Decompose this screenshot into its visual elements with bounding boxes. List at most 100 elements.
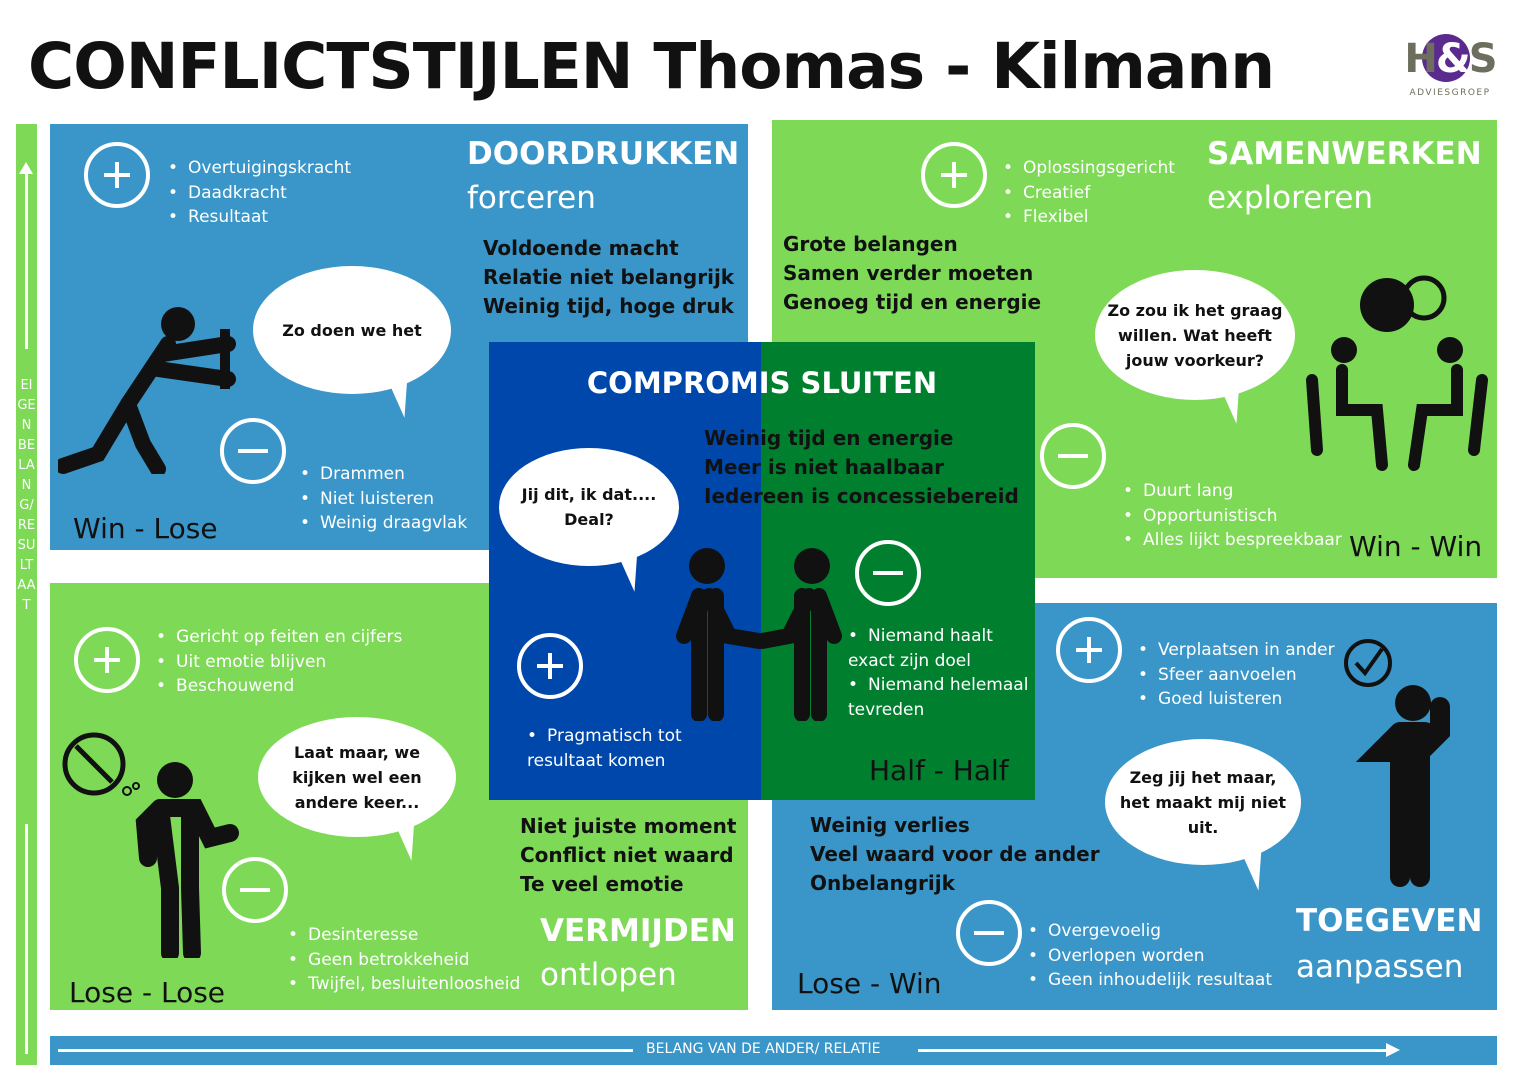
conditions: Weinig tijd en energie Meer is niet haal… [704,424,1019,511]
condition: Weinig verlies [810,813,970,837]
minus-icon [1040,423,1106,489]
plus-item: Overtuigingskracht [168,156,351,181]
plus-item: Uit emotie blijven [156,650,402,675]
condition: Veel waard voor de ander [810,842,1100,866]
condition: Genoeg tijd en energie [783,290,1042,314]
style-title: VERMIJDEN [540,913,736,949]
plus-item: Flexibel [1003,205,1175,230]
speech-bubble: Zeg jij het maar, het maakt mij niet uit… [1105,739,1301,893]
bubble-text: Zo zou ik het graag willen. Wat heeft jo… [1107,300,1283,370]
plus-item: Resultaat [168,205,351,230]
plus-icon [84,142,150,208]
vertical-axis: EIGEN BELANG/RESULTAAT [16,124,37,1065]
plus-item: Beschouwend [156,674,402,699]
arrow-right-icon [1386,1043,1400,1057]
style-title: DOORDRUKKEN [467,136,740,172]
plus-item: Daadkracht [168,181,351,206]
style-title: COMPROMIS SLUITEN [586,366,938,400]
condition: Meer is niet haalbaar [704,455,945,479]
quadrant-doordrukken: Overtuigingskracht Daadkracht Resultaat … [50,124,748,550]
bubble-text: Laat maar, we kijken wel een andere keer… [292,742,422,812]
minus-item: Opportunistisch [1123,504,1342,529]
bubble-text: Jij dit, ik dat.... Deal? [521,485,657,529]
avoiding-figure-icon [62,732,239,958]
minus-item: Overgevoelig [1028,919,1272,944]
axis-line-lower [25,824,28,1054]
minus-list: Overgevoelig Overlopen worden Geen inhou… [1028,919,1272,993]
minus-item: Desinteresse [288,923,520,948]
quadrant-compromis: COMPROMIS SLUITEN Weinig tijd en energie… [489,342,1035,800]
plus-item: Sfeer aanvoelen [1138,663,1335,688]
result-label: Lose - Win [797,967,942,1000]
minus-item: Overlopen worden [1028,944,1272,969]
style-subtitle: ontlopen [540,957,677,993]
style-subtitle: exploreren [1207,180,1374,216]
style-subtitle: aanpassen [1296,949,1464,985]
minus-item: Alles lijkt bespreekbaar [1123,528,1342,553]
plus-item: Gericht op feiten en cijfers [156,625,402,650]
condition: Te veel emotie [520,872,684,896]
conversation-figures-icon [1306,275,1488,471]
speech-bubble: Jij dit, ik dat.... Deal? [499,448,679,594]
minus-item: Weinig draagvlak [300,511,467,536]
plus-item: Verplaatsen in ander [1138,638,1335,663]
bubble-text: Zo doen we het [282,320,422,340]
condition: Iedereen is concessiebereid [704,484,1019,508]
conditions: Grote belangen Samen verder moeten Genoe… [783,230,1041,317]
horizontal-axis-label: BELANG VAN DE ANDER/ RELATIE [646,1041,881,1057]
minus-item: Niemand helemaal tevreden [848,673,1038,722]
condition: Samen verder moeten [783,261,1034,285]
minus-icon [222,857,288,923]
minus-icon [956,900,1022,966]
minus-icon [220,418,286,484]
result-label: Lose - Lose [69,976,226,1009]
minus-list: Niemand haalt exact zijn doel Niemand he… [848,624,1038,722]
axis-arrow-line [25,169,28,349]
condition: Relatie niet belangrijk [483,265,735,289]
minus-list: Desinteresse Geen betrokkeheid Twijfel, … [288,923,520,997]
arrow-up-icon [19,162,33,174]
result-label: Half - Half [869,754,1009,787]
listening-figure-icon [1344,639,1450,887]
bubble-text: Zeg jij het maar, het maakt mij niet uit… [1119,767,1287,837]
plus-list: Verplaatsen in ander Sfeer aanvoelen Goe… [1138,638,1335,712]
axis-line-left [58,1049,633,1052]
minus-item: Niet luisteren [300,487,467,512]
minus-item: Drammen [300,462,467,487]
style-subtitle: forceren [467,180,596,216]
condition: Onbelangrijk [810,871,955,895]
condition: Weinig tijd, hoge druk [483,294,734,318]
speech-bubble: Laat maar, we kijken wel een andere keer… [258,717,456,863]
minus-item: Niemand haalt exact zijn doel [848,624,1038,673]
style-title: SAMENWERKEN [1207,136,1482,172]
minus-item: Twijfel, besluitenloosheid [288,972,520,997]
plus-icon [74,627,140,693]
pushing-figure-icon [58,307,236,474]
conditions: Weinig verlies Veel waard voor de ander … [810,811,1100,898]
minus-item: Geen betrokkeheid [288,948,520,973]
plus-list: Pragmatisch tot resultaat komen [527,724,727,773]
plus-item: Pragmatisch tot resultaat komen [527,724,727,773]
logo-circle [1422,34,1470,82]
minus-list: Drammen Niet luisteren Weinig draagvlak [300,462,467,536]
speech-bubble: Zo zou ik het graag willen. Wat heeft jo… [1095,270,1295,426]
plus-list: Gericht op feiten en cijfers Uit emotie … [156,625,402,699]
handshake-figures-icon [676,548,842,721]
plus-item: Oplossingsgericht [1003,156,1175,181]
condition: Conflict niet waard [520,843,734,867]
horizontal-axis: BELANG VAN DE ANDER/ RELATIE [50,1036,1497,1065]
logo-subtitle: ADVIESGROEP [1409,88,1491,98]
plus-icon [921,142,987,208]
result-label: Win - Win [1349,530,1483,563]
style-title: TOEGEVEN [1296,903,1483,939]
conditions: Niet juiste moment Conflict niet waard T… [520,812,736,899]
minus-item: Geen inhoudelijk resultaat [1028,968,1272,993]
speech-bubble: Zo doen we het [253,266,451,420]
logo-mark: H&S [1404,36,1497,82]
plus-list: Oplossingsgericht Creatief Flexibel [1003,156,1175,230]
axis-line-right [918,1049,1388,1052]
plus-icon [1056,617,1122,683]
condition: Voldoende macht [483,236,679,260]
minus-icon [855,540,921,606]
condition: Grote belangen [783,232,958,256]
